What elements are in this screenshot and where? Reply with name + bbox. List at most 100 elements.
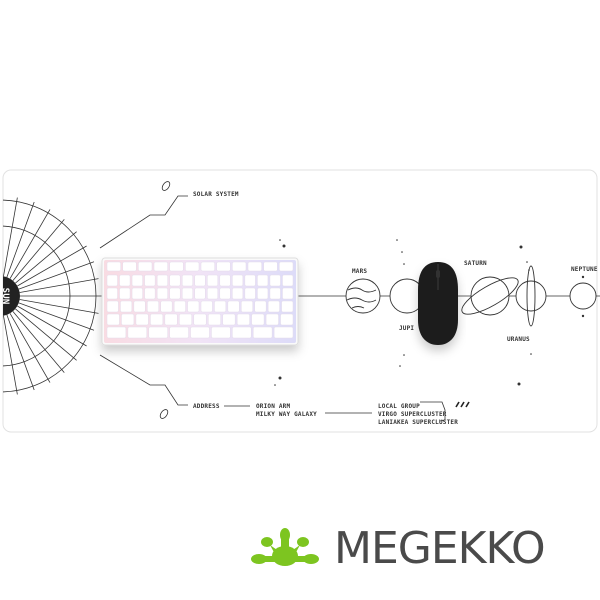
keycap (138, 261, 153, 272)
keycap (169, 274, 181, 287)
keycap (216, 261, 231, 272)
keycap (193, 313, 207, 326)
keyboard (101, 257, 299, 346)
sun-ray (6, 201, 35, 278)
keycap (236, 313, 250, 326)
stars (274, 239, 585, 386)
neptune-planet (569, 282, 597, 310)
sun-ray (9, 313, 51, 383)
keycap (106, 313, 120, 326)
sun-ray (6, 314, 35, 391)
keycap (267, 300, 280, 313)
jupiter-label: JUPI (399, 325, 414, 332)
keycap (127, 326, 148, 339)
keycap (119, 274, 131, 287)
keycap (232, 326, 252, 339)
address-label: ADDRESS (193, 403, 220, 410)
sun-ray (9, 209, 51, 279)
keycap (156, 287, 168, 300)
keycap (106, 274, 118, 287)
keycap (252, 326, 273, 339)
keycap (106, 326, 127, 339)
keycap (179, 313, 193, 326)
sun-diagram (3, 197, 100, 395)
mars-planet (345, 278, 381, 314)
sun-ray (12, 219, 65, 281)
keycap (282, 274, 294, 287)
keycap (144, 287, 156, 300)
keycap (219, 287, 231, 300)
keycap (164, 313, 178, 326)
keycap (106, 261, 121, 272)
local-group-label: LOCAL GROUP (378, 403, 420, 410)
keycap (227, 300, 240, 313)
keycap (232, 261, 247, 272)
keycap (147, 300, 159, 313)
mars-label: MARS (352, 268, 367, 275)
keycap (282, 287, 294, 300)
keycap (257, 287, 269, 300)
keycap (120, 300, 133, 313)
sun-ray (17, 245, 87, 287)
gecko-foot-icon (251, 528, 319, 566)
keycap (131, 287, 143, 300)
keycap (150, 313, 164, 326)
keycap (232, 287, 244, 300)
sun-ray (18, 261, 95, 290)
keycap (244, 287, 256, 300)
planets (345, 265, 597, 327)
neptune-label: NEPTUNE (571, 266, 598, 273)
sun-ray (3, 197, 18, 277)
sun-ray (19, 299, 99, 314)
keycap (247, 261, 262, 272)
sun-label: SUN (0, 288, 10, 305)
keycap (148, 326, 168, 339)
keycap (173, 300, 186, 313)
sun-ray (17, 305, 87, 347)
keycap (251, 313, 265, 326)
solar-system-label: SOLAR SYSTEM (193, 191, 239, 198)
megekko-logo[interactable]: MEGEKKO (250, 520, 546, 576)
sun-ray (18, 302, 95, 331)
keycap (185, 261, 200, 272)
keycap (106, 287, 118, 300)
keycap (169, 326, 189, 339)
keycap (131, 274, 143, 287)
keycap (281, 300, 294, 313)
keycap (169, 261, 184, 272)
keycap (181, 287, 193, 300)
keycap (222, 313, 236, 326)
keycap (200, 261, 215, 272)
uranus-planet (515, 280, 547, 312)
keycap (169, 287, 181, 300)
laniakea-label: LANIAKEA SUPERCLUSTER (378, 419, 458, 426)
keycap (219, 274, 231, 287)
brand-name: MEGEKKO (334, 522, 546, 574)
sun-ray (19, 278, 99, 293)
keycap (232, 274, 244, 287)
keycap (241, 300, 253, 313)
keycap (194, 274, 206, 287)
keycap (190, 326, 210, 339)
keycap (181, 274, 193, 287)
mouse (418, 262, 458, 345)
sun-ray (12, 311, 65, 373)
keycap (187, 300, 200, 313)
saturn-planet (470, 276, 510, 316)
keycap (135, 313, 149, 326)
uranus-label: URANUS (507, 336, 530, 343)
keycap (273, 326, 294, 339)
keycap (133, 300, 146, 313)
keycap (144, 274, 156, 287)
milky-way-label: MILKY WAY GALAXY (256, 411, 317, 418)
keycap (263, 261, 278, 272)
virgo-label: VIRGO SUPERCLUSTER (378, 411, 447, 418)
slash-marks (455, 401, 470, 408)
keycap (280, 313, 294, 326)
keycap (279, 261, 294, 272)
keycap (269, 287, 281, 300)
sun-ray (15, 231, 77, 284)
saturn-label: SATURN (464, 260, 487, 267)
orion-arm-label: ORION ARM (256, 403, 290, 410)
